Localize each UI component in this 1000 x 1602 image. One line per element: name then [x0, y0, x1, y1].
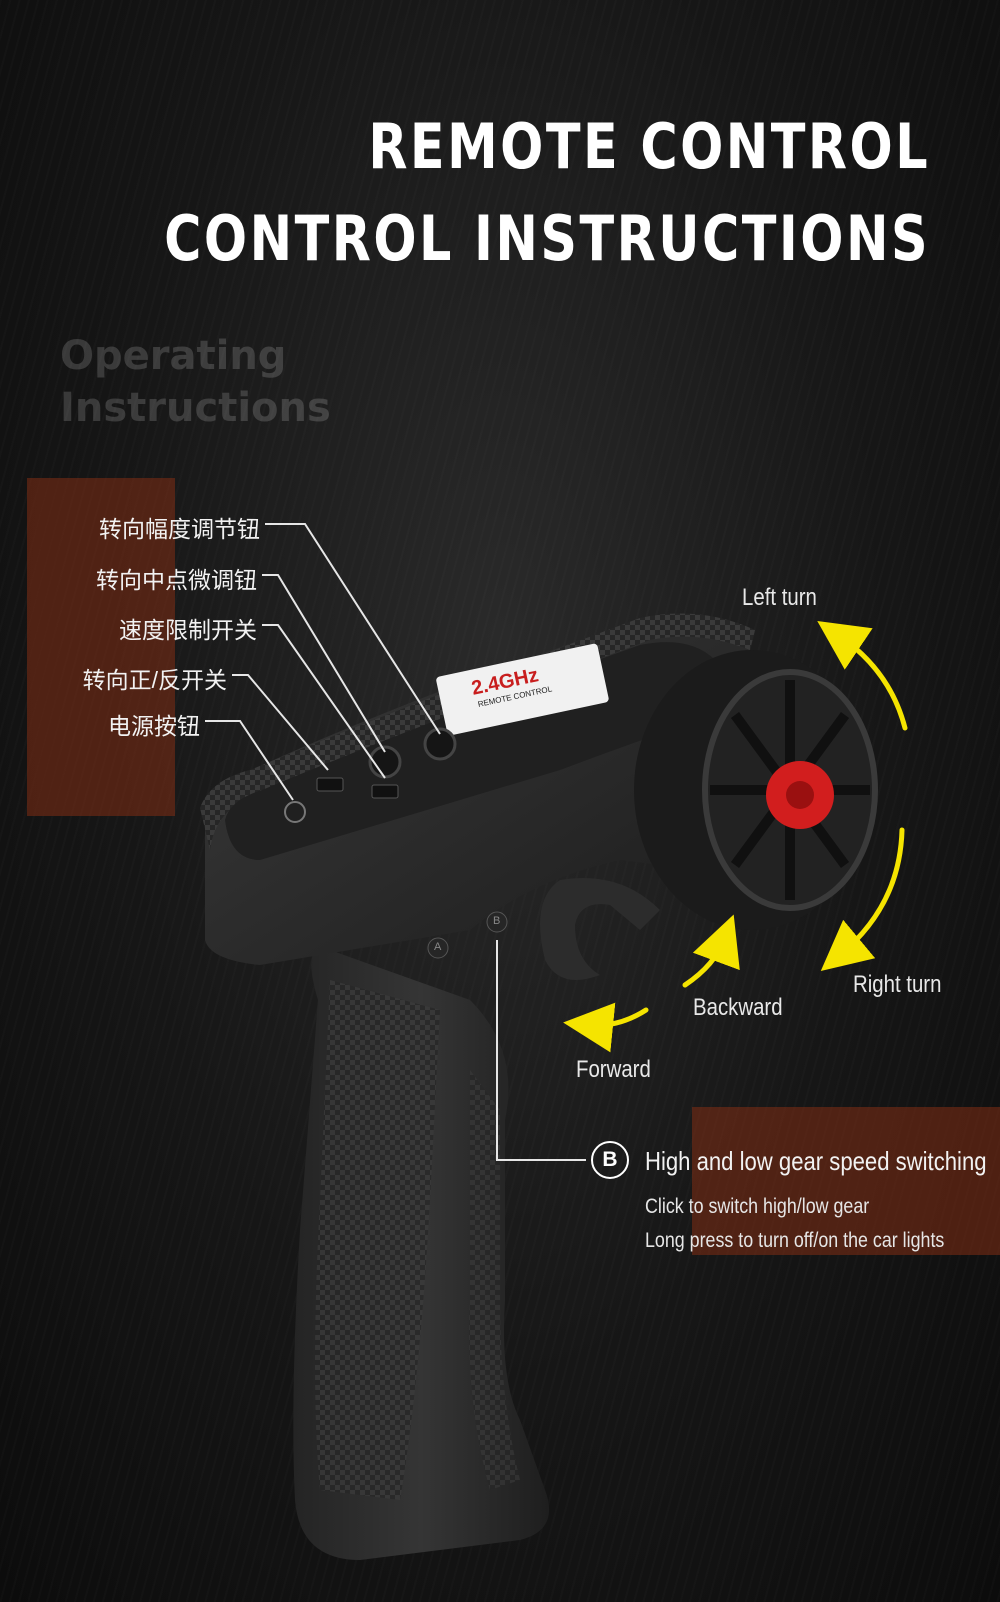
steering-range-knob: [423, 727, 457, 761]
forward-arrow: [563, 1002, 649, 1053]
grip-texture: [469, 1070, 520, 1490]
carbon-trim: [200, 613, 755, 850]
subtitle: Operating Instructions: [60, 333, 331, 431]
button-b: [486, 911, 508, 933]
callout-steering-range-knob: 转向幅度调节钮: [99, 516, 260, 542]
backward-label: Backward: [693, 994, 783, 1021]
button-b-label: B: [493, 915, 501, 927]
right-turn-arrow: [820, 827, 905, 972]
backward-arrow: [682, 914, 740, 988]
speed-limit-switch: [371, 784, 399, 799]
trigger: [540, 878, 660, 980]
callout-lines: [205, 523, 586, 1161]
grip-texture: [315, 980, 440, 1500]
right-accent-panel: [692, 1107, 1000, 1255]
wheel-hub-cap: [786, 781, 814, 809]
power-button: [284, 801, 306, 823]
callout-power-button: 电源按钮: [108, 713, 200, 739]
left-accent-panel: [27, 478, 175, 816]
left-turn-arrow: [817, 621, 908, 731]
button-a-label: A: [434, 941, 442, 953]
callout-speed-limit-switch: 速度限制开关: [119, 617, 257, 643]
button-a: [427, 937, 449, 959]
gear-switch-line-1: Click to switch high/low gear: [645, 1195, 870, 1218]
b-button-badge: B: [591, 1141, 629, 1179]
gear-switch-line-2: Long press to turn off/on the car lights: [645, 1229, 945, 1252]
callout-steering-trim-knob: 转向中点微调钮: [96, 567, 257, 593]
left-turn-label: Left turn: [742, 584, 817, 611]
right-turn-label: Right turn: [853, 971, 942, 998]
forward-label: Forward: [576, 1056, 651, 1083]
callout-reverse-switch: 转向正/反开关: [82, 667, 227, 693]
display-screen: [436, 643, 609, 736]
reverse-switch: [316, 777, 344, 792]
gear-switch-title: High and low gear speed switching: [645, 1146, 987, 1176]
title-line-2: CONTROL INSTRUCTIONS: [164, 202, 930, 275]
title-line-1: REMOTE CONTROL: [368, 110, 930, 183]
